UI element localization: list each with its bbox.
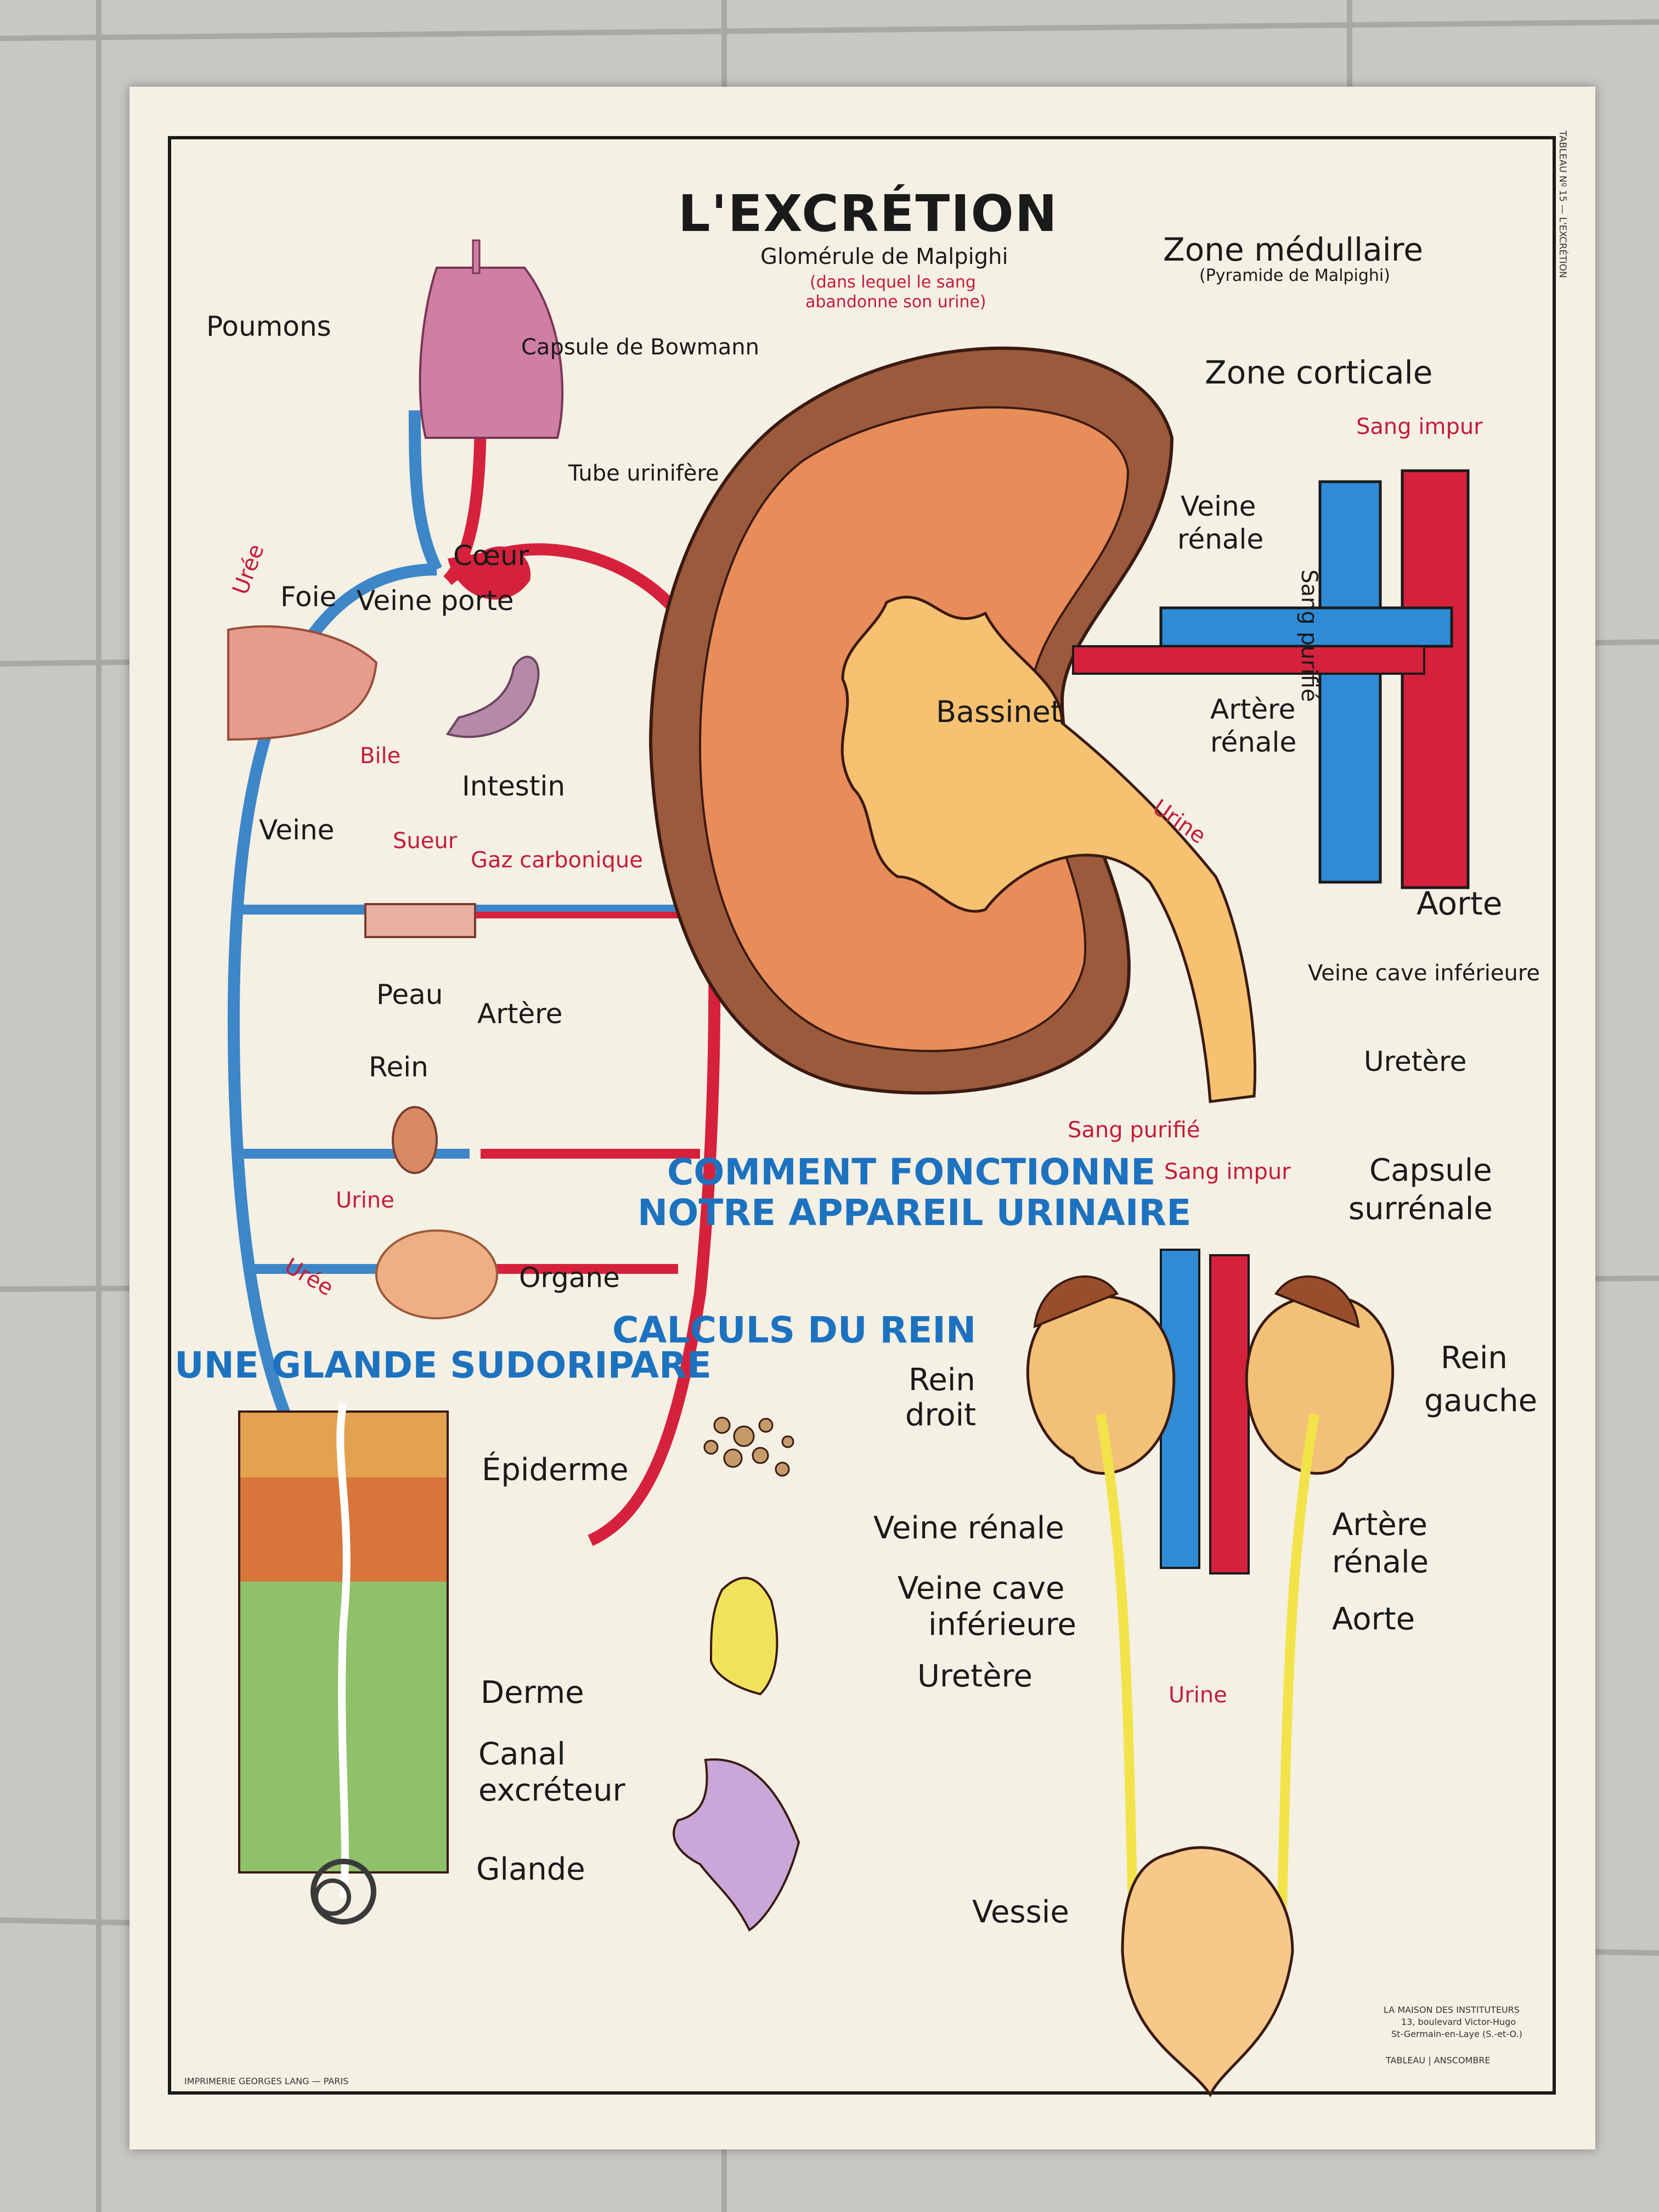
label-capsule-2: surrénale <box>1348 1191 1493 1227</box>
label-artere-renale-system-2: rénale <box>1332 1544 1429 1580</box>
label-veine-cave-kidney: Veine cave inférieure <box>1308 961 1541 986</box>
illustrations <box>227 239 1470 2097</box>
label-bile: Bile <box>360 743 401 769</box>
label-tube-urinifere: Tube urinifère <box>568 461 719 486</box>
label-artere-renale-2: rénale <box>1210 726 1297 758</box>
heading-comment-fonctionne: COMMENT FONCTIONNE <box>667 1151 1156 1193</box>
label-glande: Glande <box>476 1852 585 1887</box>
label-artere-renale-1: Artère <box>1210 693 1296 725</box>
label-urine-left: Urine <box>336 1188 394 1213</box>
label-glomerule: Glomérule de Malpighi <box>760 244 1008 269</box>
label-derme: Derme <box>481 1675 584 1711</box>
sweat-gland-illustration <box>238 1402 449 1925</box>
label-rein-gauche-1: Rein <box>1441 1340 1508 1376</box>
label-sang-impur-kidney: Sang impur <box>1356 414 1483 439</box>
label-poumons: Poumons <box>206 311 331 342</box>
label-rein-droit-1: Rein <box>909 1362 975 1398</box>
label-uretere-system: Uretère <box>917 1658 1032 1694</box>
label-zone-corticale: Zone corticale <box>1205 354 1433 391</box>
heading-calculs: CALCULS DU REIN <box>612 1309 977 1351</box>
heading-appareil-urinaire: NOTRE APPAREIL URINAIRE <box>637 1192 1192 1234</box>
label-glomerule-note-1: (dans lequel le sang <box>810 273 976 292</box>
imprint-right-3: St-Germain-en-Laye (S.-et-O.) <box>1391 2029 1522 2039</box>
label-coeur: Cœur <box>453 540 529 572</box>
label-organe: Organe <box>519 1262 620 1294</box>
label-canal-1: Canal <box>478 1736 566 1772</box>
imprint-right-1: LA MAISON DES INSTITUTEURS <box>1384 2005 1520 2015</box>
label-capsule-bowmann: Capsule de Bowmann <box>521 335 759 360</box>
poster-frame <box>168 136 1556 2095</box>
label-zone-medullaire: Zone médullaire <box>1163 231 1423 268</box>
label-glomerule-note-2: abandonne son urine) <box>805 292 986 312</box>
label-gaz-carbonique: Gaz carbonique <box>471 848 643 873</box>
label-uretere-kidney: Uretère <box>1364 1046 1467 1077</box>
label-veine-cave-1: Veine cave <box>898 1571 1065 1606</box>
label-foie: Foie <box>280 581 337 613</box>
label-capsule-1: Capsule <box>1369 1153 1492 1188</box>
circulation-diagram <box>227 239 721 1563</box>
label-veine: Veine <box>259 814 335 846</box>
label-epiderme: Épiderme <box>482 1452 629 1488</box>
urinary-system <box>1026 1249 1395 2097</box>
page-title: L'EXCRÉTION <box>678 184 1058 243</box>
kidney-section <box>648 346 1470 1103</box>
imprint-right-2: 13, boulevard Victor-Hugo <box>1401 2017 1516 2027</box>
label-veine-renale-2: rénale <box>1177 523 1264 555</box>
kidney-stones <box>673 1417 800 1932</box>
label-vessie: Vessie <box>972 1894 1069 1930</box>
label-sueur: Sueur <box>393 828 458 854</box>
label-sang-impur-system: Sang impur <box>1164 1159 1291 1184</box>
label-canal-2: excréteur <box>478 1773 625 1808</box>
label-rein-droit-2: droit <box>905 1397 977 1433</box>
imprint-right-4: TABLEAU | ANSCOMBRE <box>1386 2055 1491 2066</box>
label-sang-purifie-system: Sang purifié <box>1068 1118 1200 1143</box>
label-pyramide: (Pyramide de Malpighi) <box>1199 266 1390 285</box>
label-veine-porte: Veine porte <box>357 585 514 617</box>
label-intestin: Intestin <box>462 770 566 802</box>
side-caption: TABLEAU Nº 15 — L'EXCRÉTION <box>1557 131 1568 278</box>
label-sang-purifie-kidney: Sang purifié <box>1296 569 1322 702</box>
label-peau: Peau <box>376 979 443 1011</box>
label-urine-system: Urine <box>1169 1683 1227 1708</box>
label-aorte-system: Aorte <box>1332 1601 1415 1637</box>
label-bassinet: Bassinet <box>936 695 1063 729</box>
heading-glande: UNE GLANDE SUDORIPARE <box>174 1344 712 1386</box>
poster: L'EXCRÉTION TABLEAU Nº 15 — L'EXCRÉTION … <box>129 87 1595 2149</box>
imprint-left: IMPRIMERIE GEORGES LANG — PARIS <box>184 2076 349 2086</box>
label-aorte-kidney: Aorte <box>1417 885 1503 922</box>
label-artere-renale-system-1: Artère <box>1332 1507 1427 1543</box>
label-artere: Artère <box>477 998 563 1030</box>
label-rein-gauche-2: gauche <box>1424 1383 1538 1419</box>
label-veine-renale-1: Veine <box>1181 490 1256 522</box>
label-rein: Rein <box>369 1051 428 1083</box>
label-veine-renale-system: Veine rénale <box>873 1510 1064 1546</box>
label-veine-cave-2: inférieure <box>928 1607 1076 1643</box>
